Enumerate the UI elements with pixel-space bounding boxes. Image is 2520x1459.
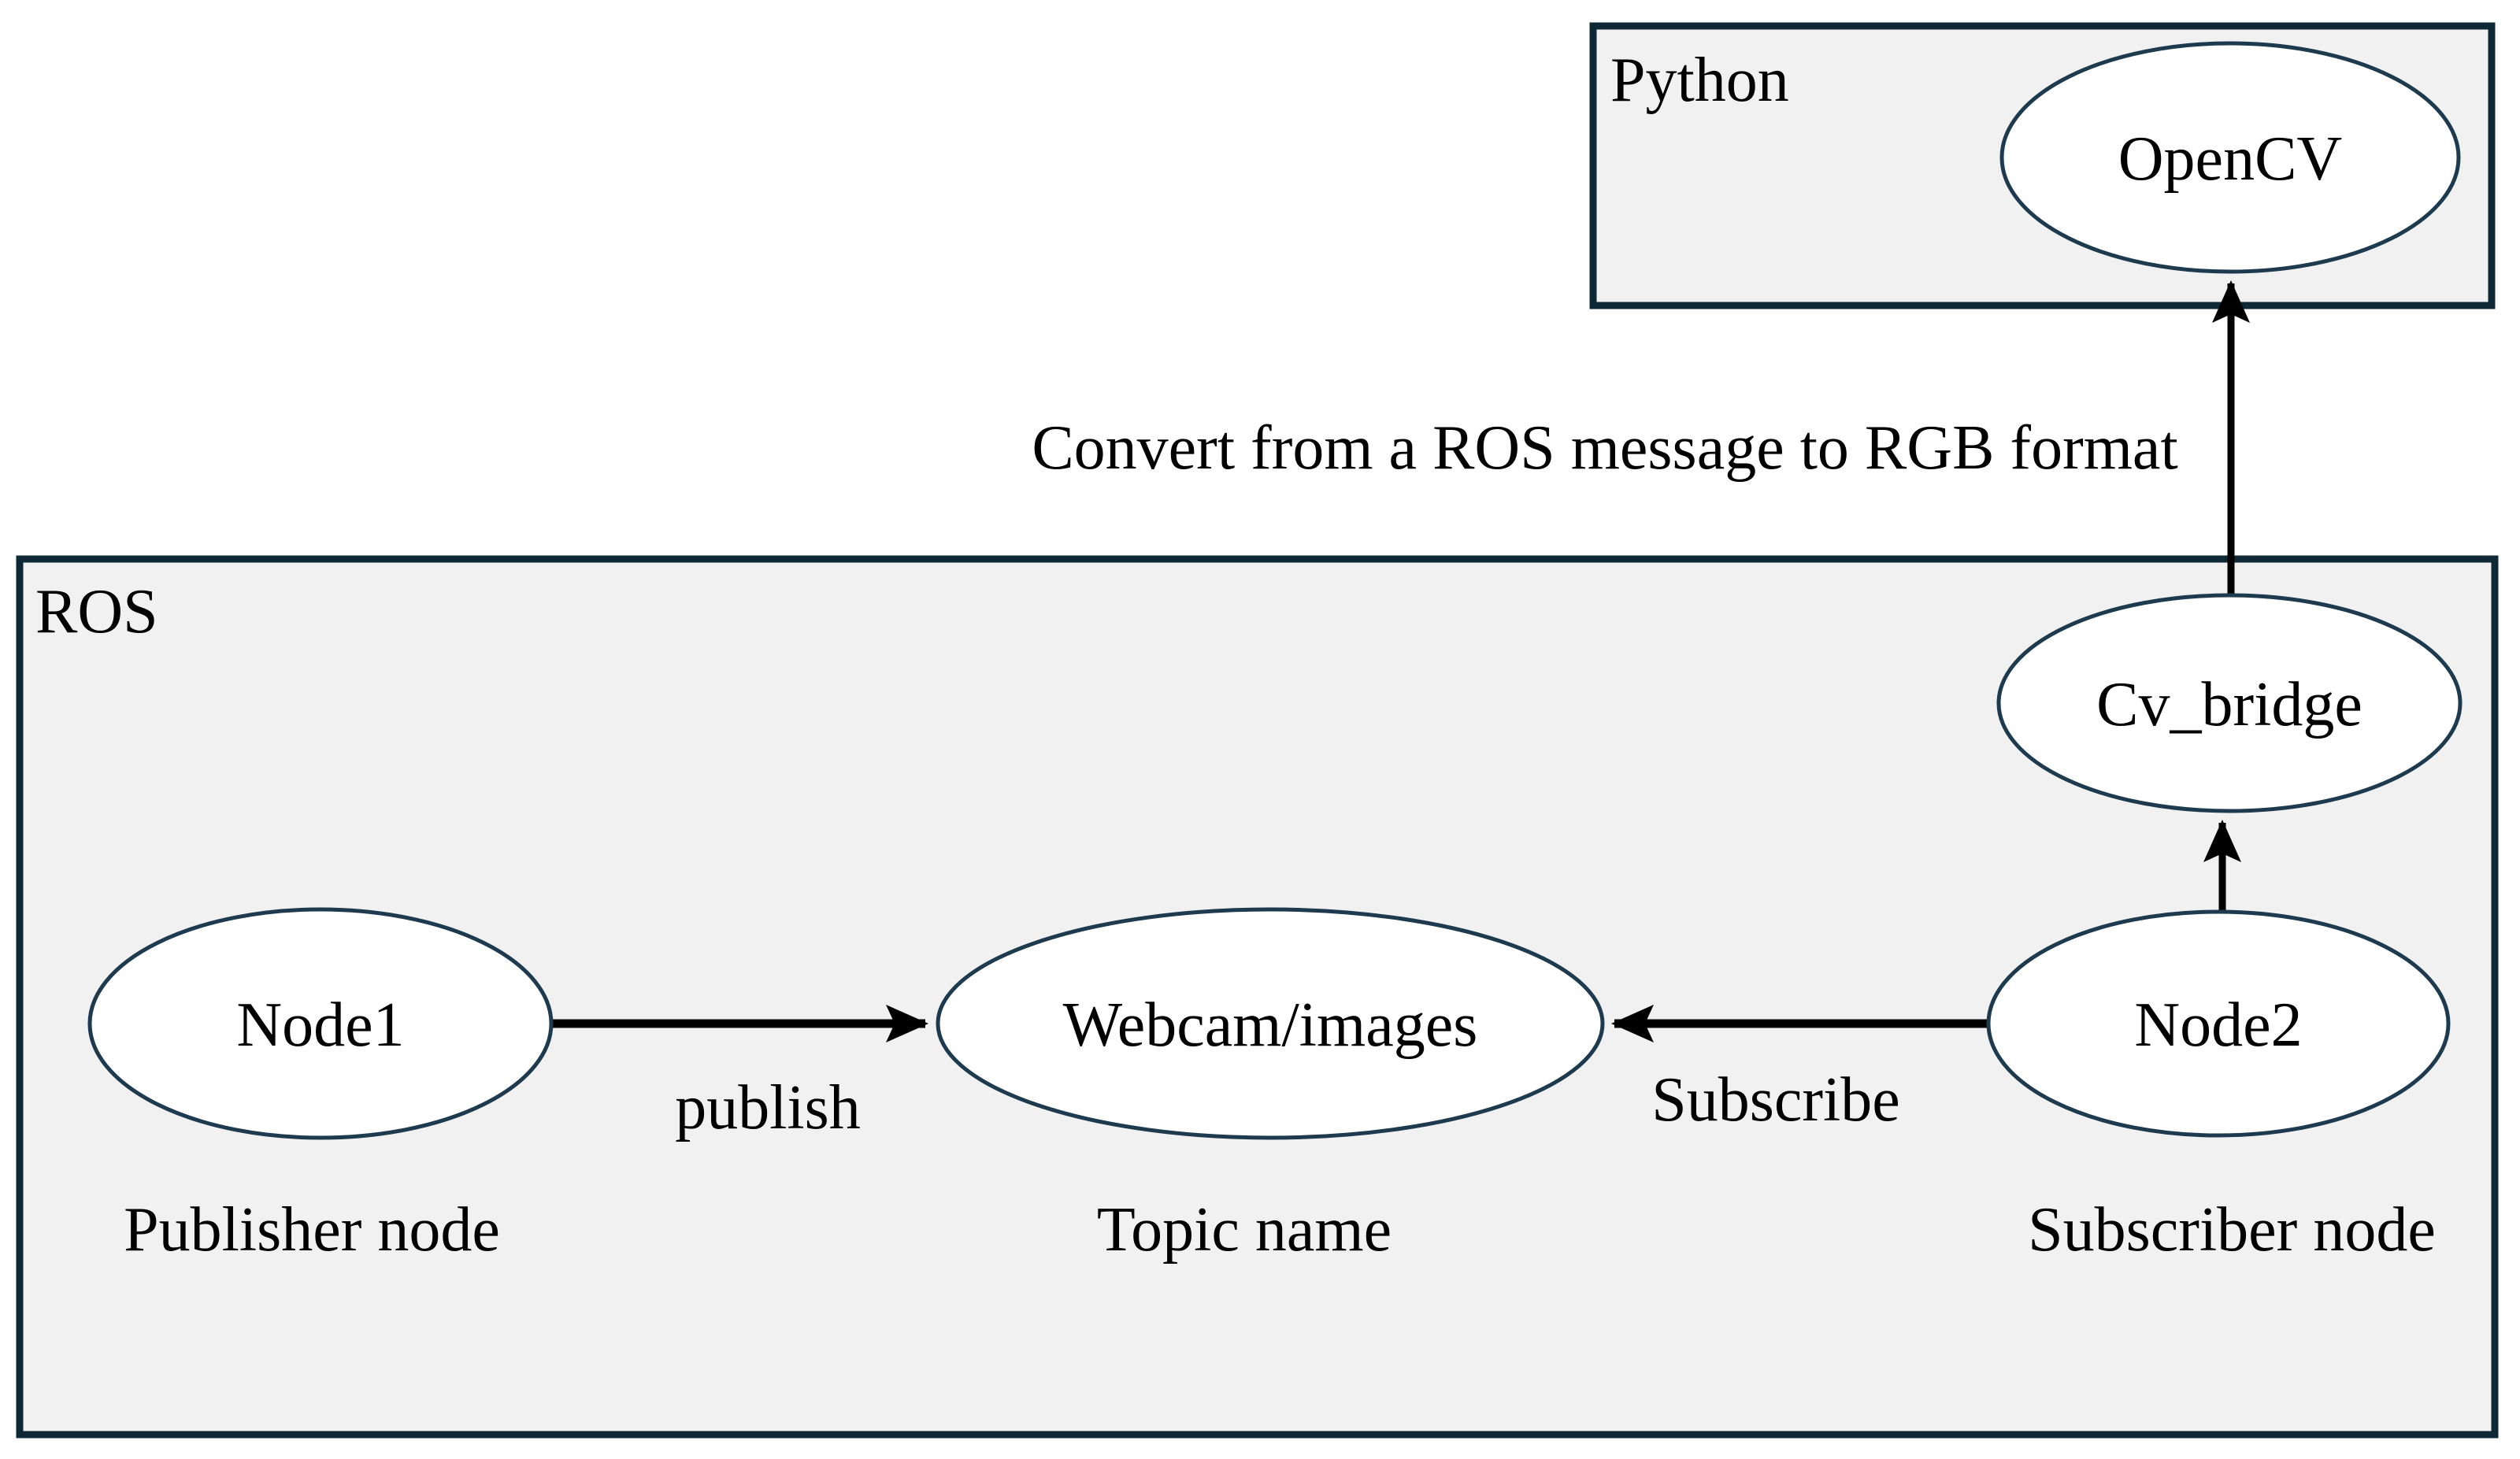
cv-bridge-node [1996,593,2463,813]
opencv-node-label: OpenCV [2118,124,2342,194]
publish-edge-label: publish [675,1073,861,1142]
subscribe-edge-label: Subscribe [1651,1065,1900,1135]
node2-node [1986,909,2451,1138]
opencv-node [1999,41,2461,274]
cv-bridge-node-label: Cv_bridge [2096,670,2362,739]
convert-edge-label: Convert from a ROS message to RGB format [1032,413,2177,483]
webcam-images-topic-label: Webcam/images [1063,991,1478,1060]
node1-node [87,907,554,1140]
topic-name-caption: Topic name [1097,1195,1392,1265]
python-container-label: Python [1610,46,1789,115]
webcam-images-topic-node [936,907,1605,1140]
publisher-node-caption: Publisher node [124,1195,500,1265]
node1-node-label: Node1 [236,991,404,1060]
ros-container-label: ROS [35,577,158,646]
subscriber-node-caption: Subscriber node [2028,1195,2436,1265]
node2-node-label: Node2 [2134,991,2302,1060]
